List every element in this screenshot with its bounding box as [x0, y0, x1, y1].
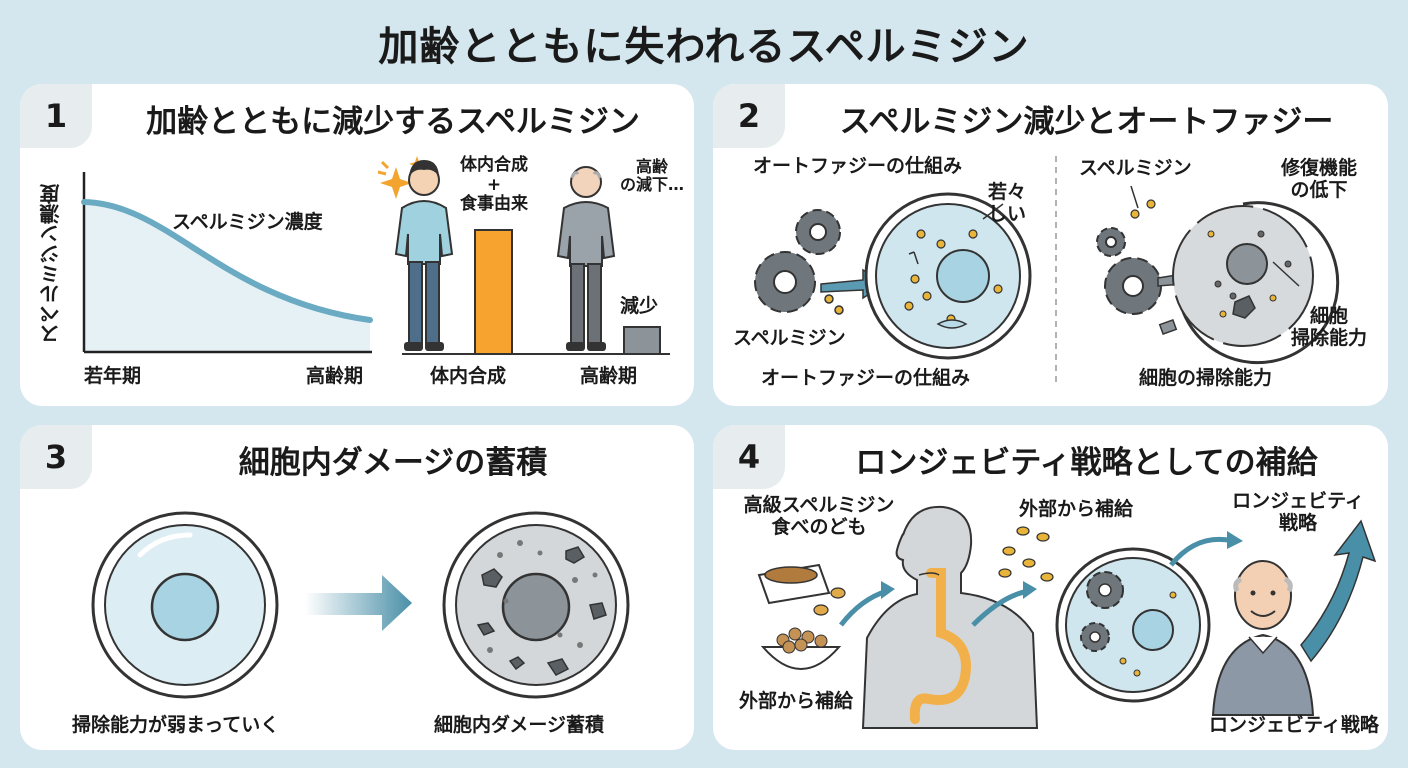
young-bar — [474, 229, 513, 355]
arrow-icon — [1169, 536, 1234, 567]
damage-accumulation-caption: 細胞内ダメージ蓄積 — [434, 714, 605, 736]
young-cell-label: 若々 しい — [987, 181, 1026, 225]
panel-4-title: ロンジェビティ戦略としての補給 — [855, 445, 1318, 481]
supplement-dots — [998, 526, 1054, 582]
gear-icon — [795, 209, 841, 255]
right-spermidine-label: スペルミジン — [1079, 157, 1192, 179]
gear-icon — [1086, 571, 1124, 609]
cell-icon — [864, 192, 1032, 360]
chart-y-label: スペルミジン濃度 — [39, 184, 63, 344]
autophagy-heading: オートファジーの仕組み — [753, 155, 963, 177]
gear-icon — [1104, 257, 1162, 315]
young-person-icon — [394, 160, 454, 351]
damaged-cell-icon — [442, 511, 630, 699]
panel-4-number: 4 — [713, 425, 785, 489]
strategy-bottom-label: ロンジェビティ戦略 — [1209, 714, 1379, 736]
autophagy-caption: オートファジーの仕組み — [761, 367, 971, 389]
panel-1-graphics — [81, 156, 670, 355]
panel-1: 1 加齢とともに減少するスペルミジン — [20, 84, 694, 406]
young-bar-label: 体内合成 + 食事由来 — [460, 155, 528, 215]
panel-4-graphics — [757, 505, 1377, 729]
panel-4: 4 ロンジェビティ戦略としての補給 — [713, 425, 1388, 750]
spermidine-dots — [1130, 199, 1156, 219]
bottom-label-elderly: 高齢期 — [580, 365, 638, 387]
rising-arrow-icon — [1300, 519, 1377, 663]
panel-3-title: 細胞内ダメージの蓄積 — [238, 445, 548, 481]
human-silhouette-icon — [861, 505, 1039, 729]
food-label: 高級スペルミジン 食べのども — [743, 494, 895, 538]
x-end-label: 高齢期 — [306, 365, 364, 387]
old-bar — [623, 326, 661, 355]
concentration-curve — [81, 199, 373, 323]
panel-2-graphics — [754, 156, 1340, 384]
damaged-cell-icon — [1158, 201, 1340, 365]
panel-3-graphics — [91, 511, 630, 699]
concentration-area — [84, 202, 370, 352]
strategy-top-label: ロンジェビティ 戦略 — [1232, 490, 1364, 534]
x-start-label: 若年期 — [84, 365, 142, 387]
supply-bottom-label: 外部から補給 — [739, 690, 854, 712]
bottom-label-synthesis: 体内合成 — [430, 365, 507, 387]
cell-cleaning-caption: 細胞の掃除能力 — [1139, 367, 1273, 389]
curve-label: スペルミジン濃度 — [172, 211, 323, 233]
repair-decline-label: 修復機能 の低下 — [1280, 157, 1357, 201]
food-bowl-icon — [757, 563, 831, 605]
arrow-icon — [305, 575, 412, 631]
old-note-label: 高齢 の減下… — [619, 157, 684, 195]
panel-1-title: 加齢とともに減少するスペルミジン — [146, 104, 640, 140]
panel-2-number: 2 — [713, 84, 785, 148]
panel-1-number: 1 — [20, 84, 92, 148]
healthy-cell-icon — [91, 511, 279, 699]
food-bowl-icon — [760, 627, 842, 670]
old-person-icon — [556, 166, 616, 351]
panel-2-title: スペルミジン減少とオートファジー — [839, 104, 1334, 140]
spermidine-dots — [824, 294, 844, 315]
panel-2: 2 スペルミジン減少とオートファジー — [713, 84, 1388, 406]
supply-top-label: 外部から補給 — [1019, 498, 1134, 520]
bean-icon — [813, 587, 846, 616]
cell-cleaning-label: 細胞 掃除能力 — [1290, 305, 1367, 349]
panel-3-number: 3 — [20, 425, 92, 489]
old-bar-label: 減少 — [620, 295, 659, 317]
panel-3: 3 細胞内ダメージの蓄積 — [20, 425, 694, 750]
gear-icon — [754, 251, 816, 313]
elderly-person-icon — [1211, 560, 1315, 716]
gear-icon — [1080, 622, 1110, 652]
cell-icon — [1055, 547, 1211, 703]
cleaning-weakens-caption: 掃除能力が弱まっていく — [72, 714, 280, 736]
gear-icon — [1096, 227, 1126, 257]
spermidine-label: スペルミジン — [733, 327, 846, 349]
page-title: 加齢とともに失われるスペルミジン — [378, 24, 1030, 70]
